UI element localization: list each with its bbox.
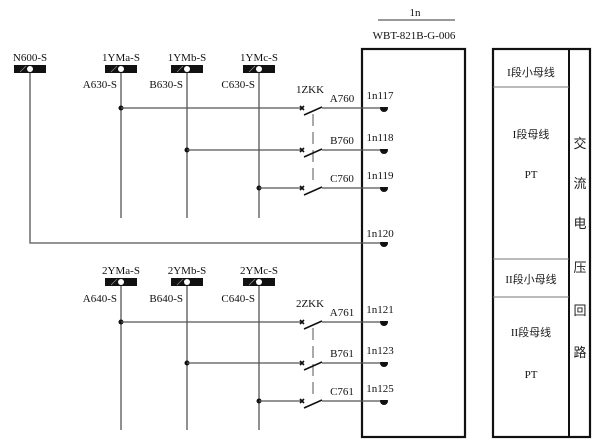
switch-label: 1ZKK: [296, 84, 324, 96]
breaker-icon[interactable]: [299, 319, 323, 330]
wire-label: C640-S: [221, 293, 255, 305]
bus-label: 1YMc-S: [240, 52, 278, 64]
phase-group-2: 2ZKK 2YMa-S A640-S A761 1n121 2YMb-S B640-S B76…: [83, 265, 394, 430]
terminal-label: 1n119: [366, 170, 394, 182]
phase-a760: 1YMa-S A630-S A760 1n117: [83, 52, 394, 218]
bus-label: 2YMa-S: [102, 265, 140, 277]
section1-small-bus-label: I段小母线: [507, 65, 555, 79]
terminal-block-icon[interactable]: [105, 65, 137, 73]
terminal-icon[interactable]: [380, 104, 388, 112]
wire-label: B640-S: [149, 293, 183, 305]
wire-label: A640-S: [83, 293, 117, 305]
phase-c760: 1YMc-S C630-S C760 1n119: [221, 52, 394, 218]
vertical-title-char: 流: [573, 177, 586, 192]
output-wire-label: C761: [330, 386, 354, 398]
vertical-title-char: 回: [573, 304, 586, 319]
breaker-icon[interactable]: [299, 185, 323, 196]
neutral-bus: N600-S 1n120: [13, 52, 394, 247]
terminal-1n120-icon[interactable]: [380, 239, 388, 247]
terminal-block-icon[interactable]: [171, 278, 203, 286]
terminal-icon[interactable]: [380, 318, 388, 326]
bus-label: 2YMc-S: [240, 265, 278, 277]
terminal-block-icon[interactable]: [105, 278, 137, 286]
phase-c761: 2YMc-S C640-S C761 1n125: [221, 265, 394, 430]
device-id: 1n: [410, 7, 422, 19]
device-model: WBT-821B-G-006: [373, 30, 456, 42]
terminal-label: 1n117: [366, 90, 394, 102]
terminal-icon[interactable]: [380, 359, 388, 367]
vertical-title-char: 路: [573, 345, 586, 361]
phase-a761: 2YMa-S A640-S A761 1n121: [83, 265, 394, 430]
output-wire-label: A761: [330, 307, 354, 319]
phase-group-1: 1ZKK 1YMa-S A630-S A760 1n117 1YMb-S B630-S B76…: [83, 52, 394, 218]
section1-pt-label: PT: [525, 169, 538, 181]
vertical-title-char: 交: [573, 136, 586, 152]
terminal-block-icon[interactable]: [171, 65, 203, 73]
terminal-label-1n120: 1n120: [366, 228, 394, 240]
terminal-label: 1n125: [366, 383, 394, 395]
terminal-icon[interactable]: [380, 184, 388, 192]
vertical-title-char: 压: [573, 261, 586, 276]
switch-label: 2ZKK: [296, 298, 324, 310]
bus-label: 1YMb-S: [168, 52, 207, 64]
terminal-icon[interactable]: [380, 146, 388, 154]
neutral-wire: [29, 73, 384, 244]
vertical-title-char: 电: [573, 217, 586, 232]
bus-label: 2YMb-S: [168, 265, 207, 277]
terminal-icon[interactable]: [380, 397, 388, 405]
bus-label-n600: N600-S: [13, 52, 47, 64]
wire-label: C630-S: [221, 79, 255, 91]
section1-bus-label: I段母线: [513, 127, 550, 141]
terminal-block-icon[interactable]: [243, 65, 275, 73]
output-wire-label: C760: [330, 173, 354, 185]
terminal-label: 1n123: [366, 345, 394, 357]
terminal-block-icon[interactable]: [14, 65, 46, 73]
bus-label: 1YMa-S: [102, 52, 140, 64]
output-wire-label: B761: [330, 348, 354, 360]
section2-pt-label: PT: [525, 369, 538, 381]
output-wire-label: A760: [330, 93, 355, 105]
wire-label: B630-S: [149, 79, 183, 91]
terminal-block-icon[interactable]: [243, 278, 275, 286]
terminal-label: 1n118: [366, 132, 394, 144]
wire-label: A630-S: [83, 79, 117, 91]
section2-small-bus-label: II段小母线: [505, 272, 556, 286]
phase-b760: 1YMb-S B630-S B760 1n118: [149, 52, 394, 218]
output-wire-label: B760: [330, 135, 354, 147]
terminal-label: 1n121: [366, 304, 394, 316]
side-panel-frame: [491, 47, 592, 439]
breaker-icon[interactable]: [299, 105, 323, 116]
breaker-icon[interactable]: [299, 360, 323, 371]
section2-bus-label: II段母线: [511, 325, 551, 339]
breaker-icon[interactable]: [299, 147, 323, 158]
phase-b761: 2YMb-S B640-S B761 1n123: [149, 265, 394, 430]
breaker-icon[interactable]: [299, 398, 323, 409]
